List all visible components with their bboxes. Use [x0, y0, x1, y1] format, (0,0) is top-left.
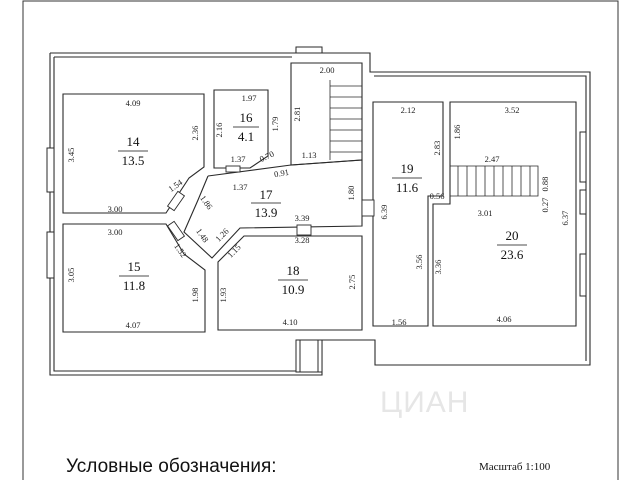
- dim-label: 1.80: [346, 186, 356, 201]
- dim-label: 2.47: [485, 154, 500, 164]
- scale-label: Масштаб 1:100: [479, 461, 551, 473]
- dim-label: 3.00: [108, 227, 123, 237]
- dim-label: 1.37: [231, 154, 246, 164]
- dim-label: 1.98: [190, 288, 200, 303]
- outer-wall-inner: [53, 57, 318, 372]
- room-20-area: 23.6: [501, 247, 524, 262]
- room-17: [183, 159, 363, 259]
- dim-label: 4.07: [126, 320, 141, 330]
- room-20-number: 20: [506, 228, 519, 243]
- room-14-area: 13.5: [122, 153, 145, 168]
- dim-label: 0.91: [273, 167, 289, 179]
- room-14: [62, 93, 205, 214]
- dim-label: 2.75: [347, 275, 357, 290]
- legend-title: Условные обозначения:: [66, 456, 277, 477]
- dim-label: 1.52: [172, 241, 189, 259]
- room-labels: 14 13.5 15 11.8 16 4.1 17 13.9 18 10.9 1…: [118, 110, 527, 297]
- dim-label: 3.36: [433, 260, 443, 275]
- dim-label: 1.79: [270, 117, 280, 132]
- stairs-top: [329, 80, 362, 160]
- dim-label: 2.83: [432, 141, 442, 156]
- dim-label: 2.16: [214, 123, 224, 138]
- dim-label: 2.12: [401, 105, 416, 115]
- room-17-area: 13.9: [255, 205, 278, 220]
- room-16-area: 4.1: [238, 129, 254, 144]
- dim-label: 1.13: [302, 150, 317, 160]
- dim-label: 1.86: [452, 125, 462, 140]
- room-16: [213, 89, 269, 169]
- dim-label: 1.97: [242, 93, 257, 103]
- dim-label: 1.37: [233, 182, 248, 192]
- dim-label: 4.10: [283, 317, 298, 327]
- room-14-number: 14: [127, 134, 141, 149]
- room-15-area: 11.8: [123, 278, 145, 293]
- dim-label: 3.28: [295, 235, 310, 245]
- dim-label: 1.56: [392, 317, 407, 327]
- dim-label: 0.27: [540, 198, 550, 213]
- dim-label: 3.00: [108, 204, 123, 214]
- dim-label: 3.05: [66, 268, 76, 283]
- dim-label: 4.09: [126, 98, 141, 108]
- room-19-area: 11.6: [396, 180, 419, 195]
- dim-label: 3.45: [66, 148, 76, 163]
- room-17-number: 17: [260, 187, 274, 202]
- dim-label: 1.15: [225, 242, 243, 260]
- dim-label: 0.56: [430, 191, 445, 201]
- dim-label: 3.39: [295, 213, 310, 223]
- dim-label: 2.81: [292, 107, 302, 122]
- dim-label: 3.01: [478, 208, 493, 218]
- dim-label: 1.54: [166, 177, 185, 194]
- dim-label: 1.86: [198, 193, 215, 211]
- room-19: [372, 101, 444, 327]
- dim-label: 1.48: [194, 226, 211, 244]
- room-18: [217, 235, 363, 331]
- dim-label: 3.52: [505, 105, 520, 115]
- doors: [166, 165, 375, 242]
- dim-label: 4.06: [497, 314, 512, 324]
- room-15: [62, 223, 206, 333]
- stairs-right: [450, 165, 539, 197]
- room-19-number: 19: [401, 161, 414, 176]
- watermark-text: ЦИАН: [380, 386, 470, 419]
- dim-label: 1.93: [218, 288, 228, 303]
- room-18-area: 10.9: [282, 282, 305, 297]
- dim-label: 6.39: [379, 205, 389, 220]
- dim-label: 6.37: [560, 211, 570, 226]
- dim-label: 2.36: [190, 126, 200, 141]
- room-16-number: 16: [240, 110, 254, 125]
- windows: [46, 46, 587, 373]
- dim-label: 2.00: [320, 65, 335, 75]
- room-20: [432, 101, 577, 327]
- room-18-number: 18: [287, 263, 300, 278]
- dim-label: 0.88: [540, 177, 550, 192]
- dim-label: 0.70: [258, 149, 276, 164]
- dim-label: 3.56: [414, 255, 424, 270]
- room-15-number: 15: [128, 259, 141, 274]
- page-border: [22, 0, 619, 480]
